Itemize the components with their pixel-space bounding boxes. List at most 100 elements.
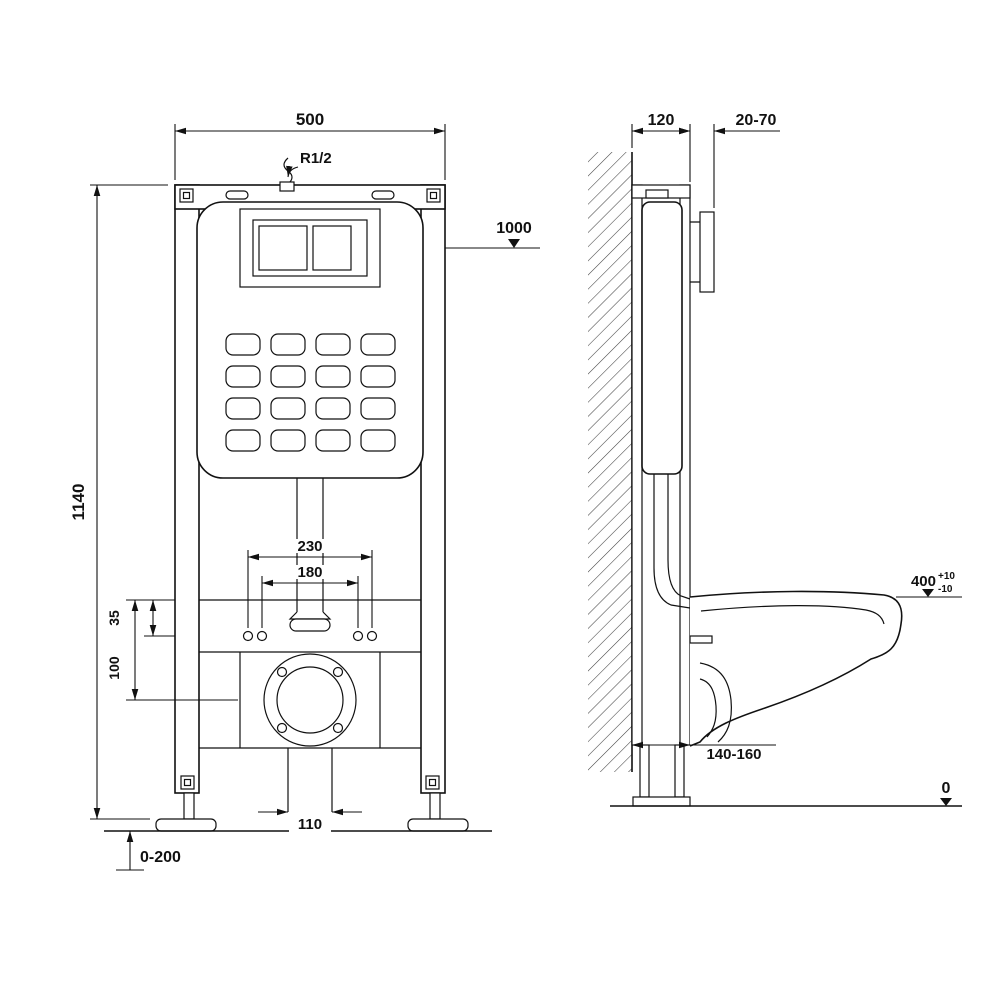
wall-hatching	[588, 152, 632, 772]
dim-plate-distance: 20-70	[668, 112, 780, 208]
cistern-hole	[225, 365, 261, 388]
inlet-fitting	[279, 181, 295, 192]
fixing-bolt-hole	[366, 630, 378, 642]
flange-hole	[332, 722, 344, 734]
dim-fixing-span-inner-label: 180	[297, 564, 322, 581]
inlet-valve-side	[645, 189, 669, 199]
plate-spacers	[690, 221, 700, 283]
side-view	[588, 152, 962, 807]
cistern-hole	[270, 333, 306, 356]
toilet-bowl	[689, 590, 903, 747]
flush-button-large	[258, 225, 308, 271]
dim-foot-adjustment: 0-200	[116, 831, 181, 871]
cistern-hole	[270, 365, 306, 388]
bowl-fixing-bolt	[689, 635, 713, 644]
level-bowl-tol-plus: +10	[938, 571, 955, 582]
cistern-hole	[225, 333, 261, 356]
flush-pipe-socket	[289, 618, 331, 632]
bowl-outline	[689, 590, 903, 747]
dim-outlet-width: 110	[258, 808, 362, 833]
fixing-bolt-hole	[256, 630, 268, 642]
extension-lines	[247, 550, 373, 628]
cistern-side	[641, 201, 683, 475]
front-view	[104, 157, 492, 832]
foot-plate	[155, 818, 217, 832]
dim-frame-height: 1140	[69, 184, 168, 820]
dim-frame-height-label: 1140	[69, 484, 88, 521]
dim-outlet-width-label: 110	[298, 816, 322, 833]
extension-lines	[90, 184, 168, 820]
inlet-thread-label: R1/2	[300, 150, 332, 167]
level-floor: 0	[940, 780, 952, 806]
level-bowl-label: 400	[911, 573, 936, 590]
dim-offset-drain-label: 100	[106, 656, 122, 680]
pan-fixing-bolts	[242, 630, 378, 642]
dim-fixing-span-outer: 230	[247, 538, 373, 628]
drain-flange	[199, 651, 421, 749]
dim-drain-distance-label: 140-160	[706, 746, 761, 763]
top-rail-slot	[225, 190, 249, 200]
flush-button-small	[312, 225, 352, 271]
dim-offset-fixings-label: 35	[106, 610, 122, 626]
dim-fixing-span-outer-label: 230	[297, 538, 322, 555]
drain-elbow	[699, 662, 732, 743]
flush-plate-side	[690, 211, 715, 293]
cistern-hole	[360, 365, 396, 388]
cistern	[196, 201, 424, 479]
level-flush-plate: 1000	[445, 220, 540, 249]
level-marker-icon	[508, 239, 520, 248]
flush-plate	[239, 208, 381, 288]
cistern-hole	[360, 429, 396, 452]
level-marker-icon	[940, 798, 952, 806]
level-flush-plate-label: 1000	[496, 220, 532, 237]
label-backing	[286, 565, 334, 579]
label-backing	[289, 816, 331, 832]
foot-leg	[183, 792, 195, 820]
level-bowl-height: 400 +10 -10	[896, 571, 962, 598]
inlet-callout: R1/2	[286, 150, 332, 178]
extension-lines	[631, 124, 691, 182]
cistern-hole	[315, 365, 351, 388]
dim-plate-distance-label: 20-70	[736, 112, 777, 129]
front-dimensions: 500 1140 R1/2 1000 230 180	[69, 110, 540, 871]
fixing-bolt-hole	[242, 630, 254, 642]
inlet-leader-arrow	[286, 165, 299, 178]
foot-leg-side	[674, 744, 685, 798]
level-marker-icon	[922, 589, 934, 597]
frame-fixing-points	[179, 188, 441, 790]
dim-frame-depth-label: 120	[648, 112, 675, 129]
cistern-hole	[360, 397, 396, 420]
foot-leg-side	[639, 744, 650, 798]
cistern-hole	[315, 397, 351, 420]
drain-opening-inner	[276, 666, 344, 734]
frame-right-rail	[420, 184, 446, 794]
dim-foot-adjustment-label: 0-200	[140, 849, 181, 866]
frame-rear-rail	[631, 184, 643, 746]
cistern-hole	[360, 333, 396, 356]
cistern-hole	[315, 333, 351, 356]
cistern-hole	[270, 397, 306, 420]
cistern-hole-grid	[225, 333, 396, 452]
fixing-point-hole	[428, 778, 437, 787]
dim-left-offsets: 100 35	[106, 599, 238, 701]
bowl-rim-line	[700, 605, 885, 625]
fixing-point-hole	[429, 191, 438, 200]
foot-plate	[407, 818, 469, 832]
outlet-pipe	[287, 748, 333, 812]
dim-frame-width-label: 500	[296, 110, 324, 129]
flush-plate-profile	[699, 211, 715, 293]
flange-hole	[276, 666, 288, 678]
foot-plate-side	[632, 796, 691, 807]
dim-frame-depth: 120	[631, 112, 691, 182]
fixing-point-hole	[183, 778, 192, 787]
water-inlet	[279, 157, 295, 192]
cistern-hole	[225, 397, 261, 420]
frame-side	[631, 184, 691, 746]
cistern-hole	[225, 429, 261, 452]
level-floor-label: 0	[942, 780, 951, 797]
flush-pipe-side	[653, 474, 691, 609]
drain-plate	[199, 651, 421, 749]
dim-frame-width: 500	[174, 110, 446, 180]
